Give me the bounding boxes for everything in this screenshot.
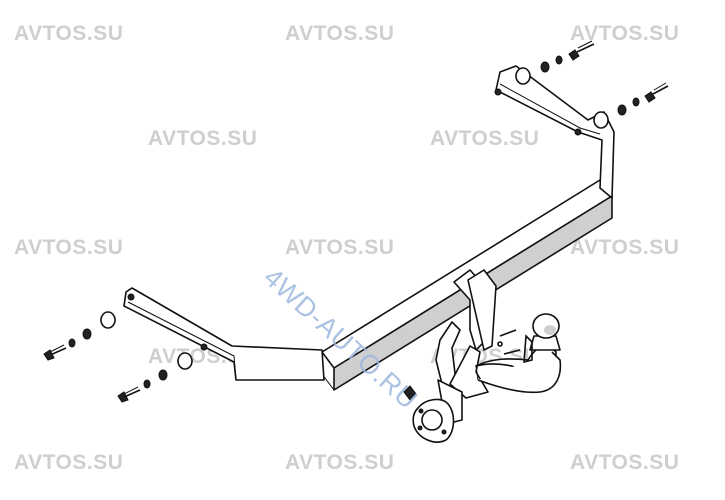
right-mounting-bracket — [494, 65, 615, 199]
watermark-text: AVTOS.SU — [570, 451, 680, 474]
lock-washer-icon — [555, 55, 563, 65]
bolt-hole — [494, 88, 502, 96]
watermark-text: AVTOS.SU — [148, 127, 258, 150]
nut-icon — [82, 328, 92, 340]
watermark-text: AVTOS.SU — [285, 22, 395, 45]
right-fasteners-lower — [593, 82, 669, 129]
watermark-text: AVTOS.SU — [430, 127, 540, 150]
left-mounting-bracket — [123, 287, 325, 381]
bolt-hole — [574, 128, 582, 136]
bolt-hole — [127, 293, 135, 301]
watermark-text: AVTOS.SU — [570, 236, 680, 259]
bolt-head-icon — [568, 49, 580, 61]
lock-washer-icon — [143, 379, 151, 389]
bolt-shank — [652, 85, 669, 95]
lock-washer-icon — [68, 338, 76, 348]
right-fasteners-upper — [515, 40, 595, 85]
washer-icon — [515, 67, 531, 85]
bolt-hole — [200, 343, 208, 351]
washer-icon — [177, 352, 193, 370]
washer-icon — [100, 311, 116, 329]
socket-plate — [403, 379, 463, 443]
left-fasteners-upper — [43, 311, 116, 361]
nut-icon — [617, 104, 627, 116]
ball-icon — [532, 313, 560, 339]
bolt-head-icon — [43, 349, 55, 361]
nut-icon — [158, 369, 168, 381]
watermark-text: AVTOS.SU — [14, 451, 124, 474]
watermark-text: AVTOS.SU — [570, 22, 680, 45]
washer-icon — [593, 111, 609, 129]
watermark-text: AVTOS.SU — [285, 451, 395, 474]
bolt-head-icon — [644, 91, 656, 103]
watermark-text: AVTOS.SU — [285, 236, 395, 259]
watermark-text: AVTOS.SU — [14, 22, 124, 45]
nut-icon — [540, 61, 550, 73]
watermark-text: AVTOS.SU — [14, 236, 124, 259]
tow-ball — [475, 313, 562, 394]
left-fasteners-lower — [117, 352, 193, 403]
bolt-head-icon — [117, 391, 129, 403]
bolt-shank — [576, 43, 595, 53]
nut-icon — [403, 385, 417, 401]
center-mount — [435, 269, 497, 399]
lock-washer-icon — [632, 97, 640, 107]
